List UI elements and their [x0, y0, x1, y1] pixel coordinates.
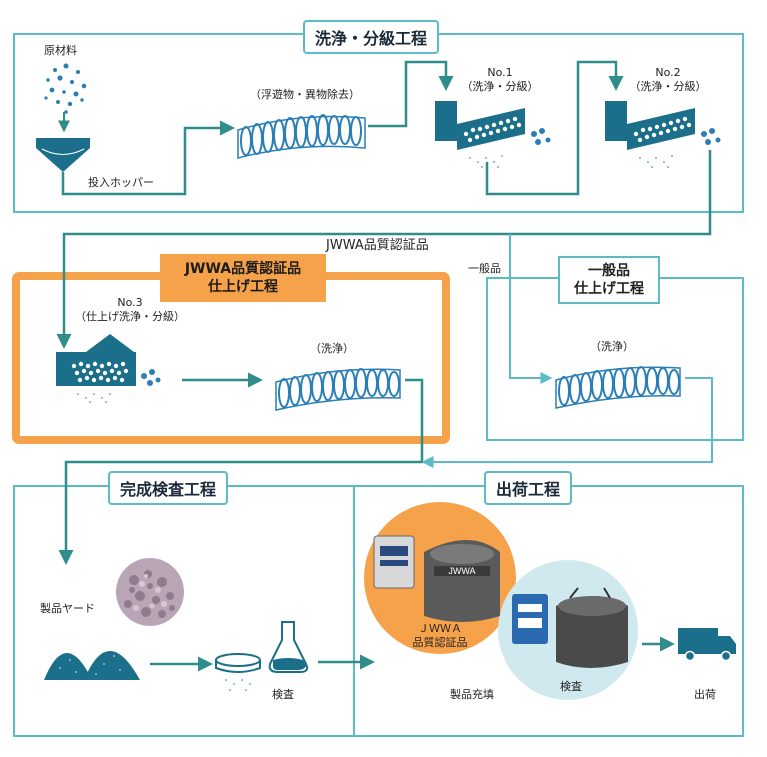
- inspection-title: 完成検査工程: [108, 471, 229, 505]
- hopper-shape: [36, 138, 90, 172]
- gravel-photo: [116, 558, 184, 626]
- general-finish-title-line2: 仕上げ工程: [574, 281, 644, 298]
- jwwa-wash-drum: [275, 368, 401, 411]
- wash-classify-title: 洗浄・分級工程: [303, 20, 440, 54]
- hopper-label: 投入ホッパー: [88, 176, 154, 189]
- float-removal-drum: [237, 114, 366, 159]
- general-finish-title-line1: 一般品: [588, 263, 630, 279]
- raw-material-dots: [44, 63, 87, 114]
- branch-jwwa-label: JWWA品質認証品: [326, 238, 429, 253]
- raw-material-label: 原材料: [44, 44, 77, 57]
- jwwa-small-bag: [373, 535, 415, 589]
- no2-sub-label: （洗浄・分級）: [629, 80, 707, 93]
- no3-sub-label: （仕上げ洗浄・分級）: [75, 310, 185, 323]
- no1-title-label: No.1: [487, 66, 513, 79]
- flask-shape: [268, 621, 309, 673]
- truck-shape: [678, 628, 736, 662]
- product-yard-piles: [44, 651, 140, 680]
- general-wash-drum: [555, 366, 681, 409]
- float-removal-label: （浮遊物・異物除去）: [250, 88, 360, 101]
- no2-title-label: No.2: [655, 66, 681, 79]
- jwwa-finish-title-line2: 仕上げ工程: [208, 279, 278, 296]
- inspect-small-bag: [512, 594, 548, 644]
- no2-classifier: [605, 101, 721, 168]
- inspect-ship-label: 検査: [560, 680, 582, 693]
- filling-label: 製品充填: [450, 688, 494, 701]
- no1-classifier: [435, 101, 551, 168]
- wash-jwwa-label: （洗浄）: [310, 342, 354, 355]
- branch-general-label: 一般品: [468, 262, 501, 275]
- sieve-shape: [215, 653, 261, 691]
- wash-general-label: （洗浄）: [590, 340, 634, 353]
- no3-title-label: No.3: [117, 296, 143, 309]
- no3-classifier: [56, 334, 161, 403]
- product-yard-label: 製品ヤード: [40, 602, 95, 615]
- jwwa-flexible-container: JWWA: [424, 540, 500, 622]
- general-finish-title: 一般品 仕上げ工程: [558, 256, 660, 305]
- shipping-title: 出荷工程: [484, 471, 573, 505]
- inspect-label: 検査: [272, 688, 294, 701]
- svg-text:JWWA: JWWA: [448, 566, 475, 576]
- jwwa-cert-label: ＪＷＷＡ 品質認証品: [413, 622, 468, 650]
- no1-sub-label: （洗浄・分級）: [461, 80, 539, 93]
- jwwa-finish-title: JWWA品質認証品 仕上げ工程: [160, 254, 326, 303]
- ship-label: 出荷: [694, 688, 716, 701]
- jwwa-cert-label-line2: 品質認証品: [412, 635, 468, 649]
- inspect-flexible-container: [556, 587, 628, 668]
- jwwa-cert-label-line1: ＪＷＷＡ: [418, 622, 462, 635]
- jwwa-finish-title-line1: JWWA品質認証品: [184, 261, 302, 277]
